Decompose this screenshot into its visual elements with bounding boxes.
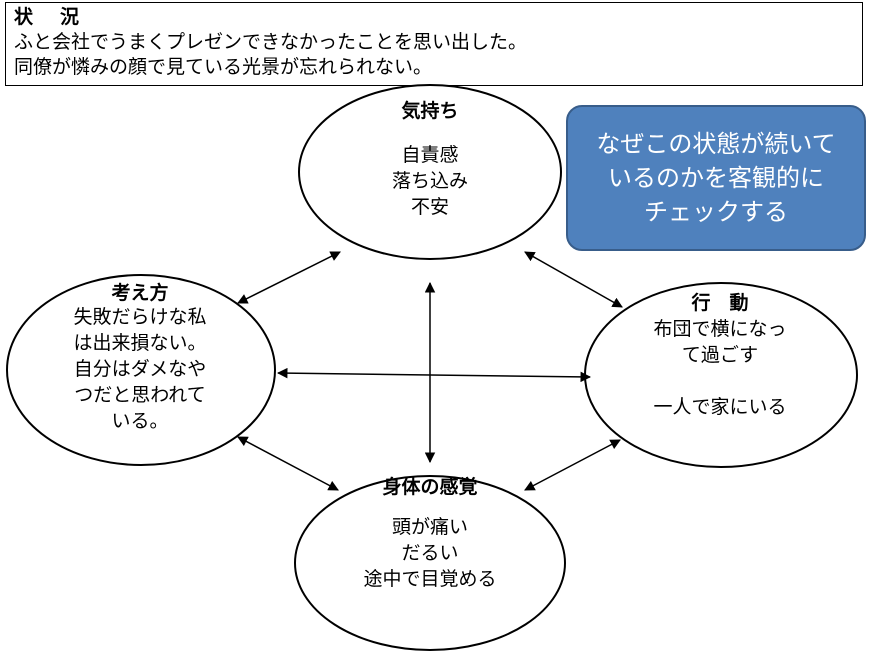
thoughts-item: は出来損ない。 xyxy=(73,332,207,354)
situation-title: 状 況 xyxy=(14,6,84,28)
callout-box: なぜこの状態が続いて いるのかを客観的に チェックする xyxy=(566,105,866,251)
behavior-item: 一人で家にいる xyxy=(653,396,787,418)
feelings-item: 落ち込み xyxy=(391,170,468,192)
thoughts-ellipse xyxy=(6,274,276,466)
body-node: 身体の感覚 頭が痛い だるい 途中で目覚める xyxy=(330,474,530,592)
feelings-title: 気持ち xyxy=(401,100,459,122)
situation-box: 状 況 ふと会社でうまくプレゼンできなかったことを思い出した。 同僚が憐みの顔で… xyxy=(5,2,863,86)
arrow-thoughts-behavior xyxy=(276,367,592,383)
arrow-behavior-body xyxy=(524,439,621,491)
situation-line: ふと会社でうまくプレゼンできなかったことを思い出した。 xyxy=(14,31,528,53)
thoughts-item: 失敗だらけな私 xyxy=(73,306,207,328)
body-title: 身体の感覚 xyxy=(382,476,478,498)
body-item: 途中で目覚める xyxy=(363,568,497,590)
callout-line: なぜこの状態が続いて xyxy=(596,130,836,158)
callout-line: チェックする xyxy=(644,198,788,226)
feelings-item: 自責感 xyxy=(401,144,459,166)
behavior-node: 行 動 布団で横になっ て過ごす 一人で家にいる xyxy=(620,290,820,420)
callout-line: いるのかを客観的に xyxy=(608,164,824,192)
arrow-feelings-thoughts xyxy=(237,251,341,304)
thoughts-item: 自分はダメなや xyxy=(73,358,207,380)
situation-line: 同僚が憐みの顔で見ている光景が忘れられない。 xyxy=(14,56,433,78)
thoughts-node: 考え方 失敗だらけな私 は出来損ない。 自分はダメなや つだと思われて いる。 xyxy=(45,282,235,434)
feelings-node: 気持ち 自責感 落ち込み 不安 xyxy=(330,98,530,220)
behavior-item: 布団で横になっ xyxy=(653,318,787,340)
behavior-item: て過ごす xyxy=(681,344,759,366)
body-item: だるい xyxy=(401,542,459,564)
behavior-title: 行 動 xyxy=(691,292,749,314)
arrow-thoughts-body xyxy=(237,436,339,491)
feelings-ellipse xyxy=(298,84,562,260)
arrow-feelings-behavior xyxy=(524,251,623,308)
thoughts-title: 考え方 xyxy=(111,282,169,304)
body-ellipse xyxy=(294,475,566,651)
thoughts-item: いる。 xyxy=(111,410,169,432)
behavior-item xyxy=(620,368,820,394)
thoughts-item: つだと思われて xyxy=(74,384,206,406)
body-item: 頭が痛い xyxy=(391,516,468,538)
feelings-item: 不安 xyxy=(410,196,449,218)
